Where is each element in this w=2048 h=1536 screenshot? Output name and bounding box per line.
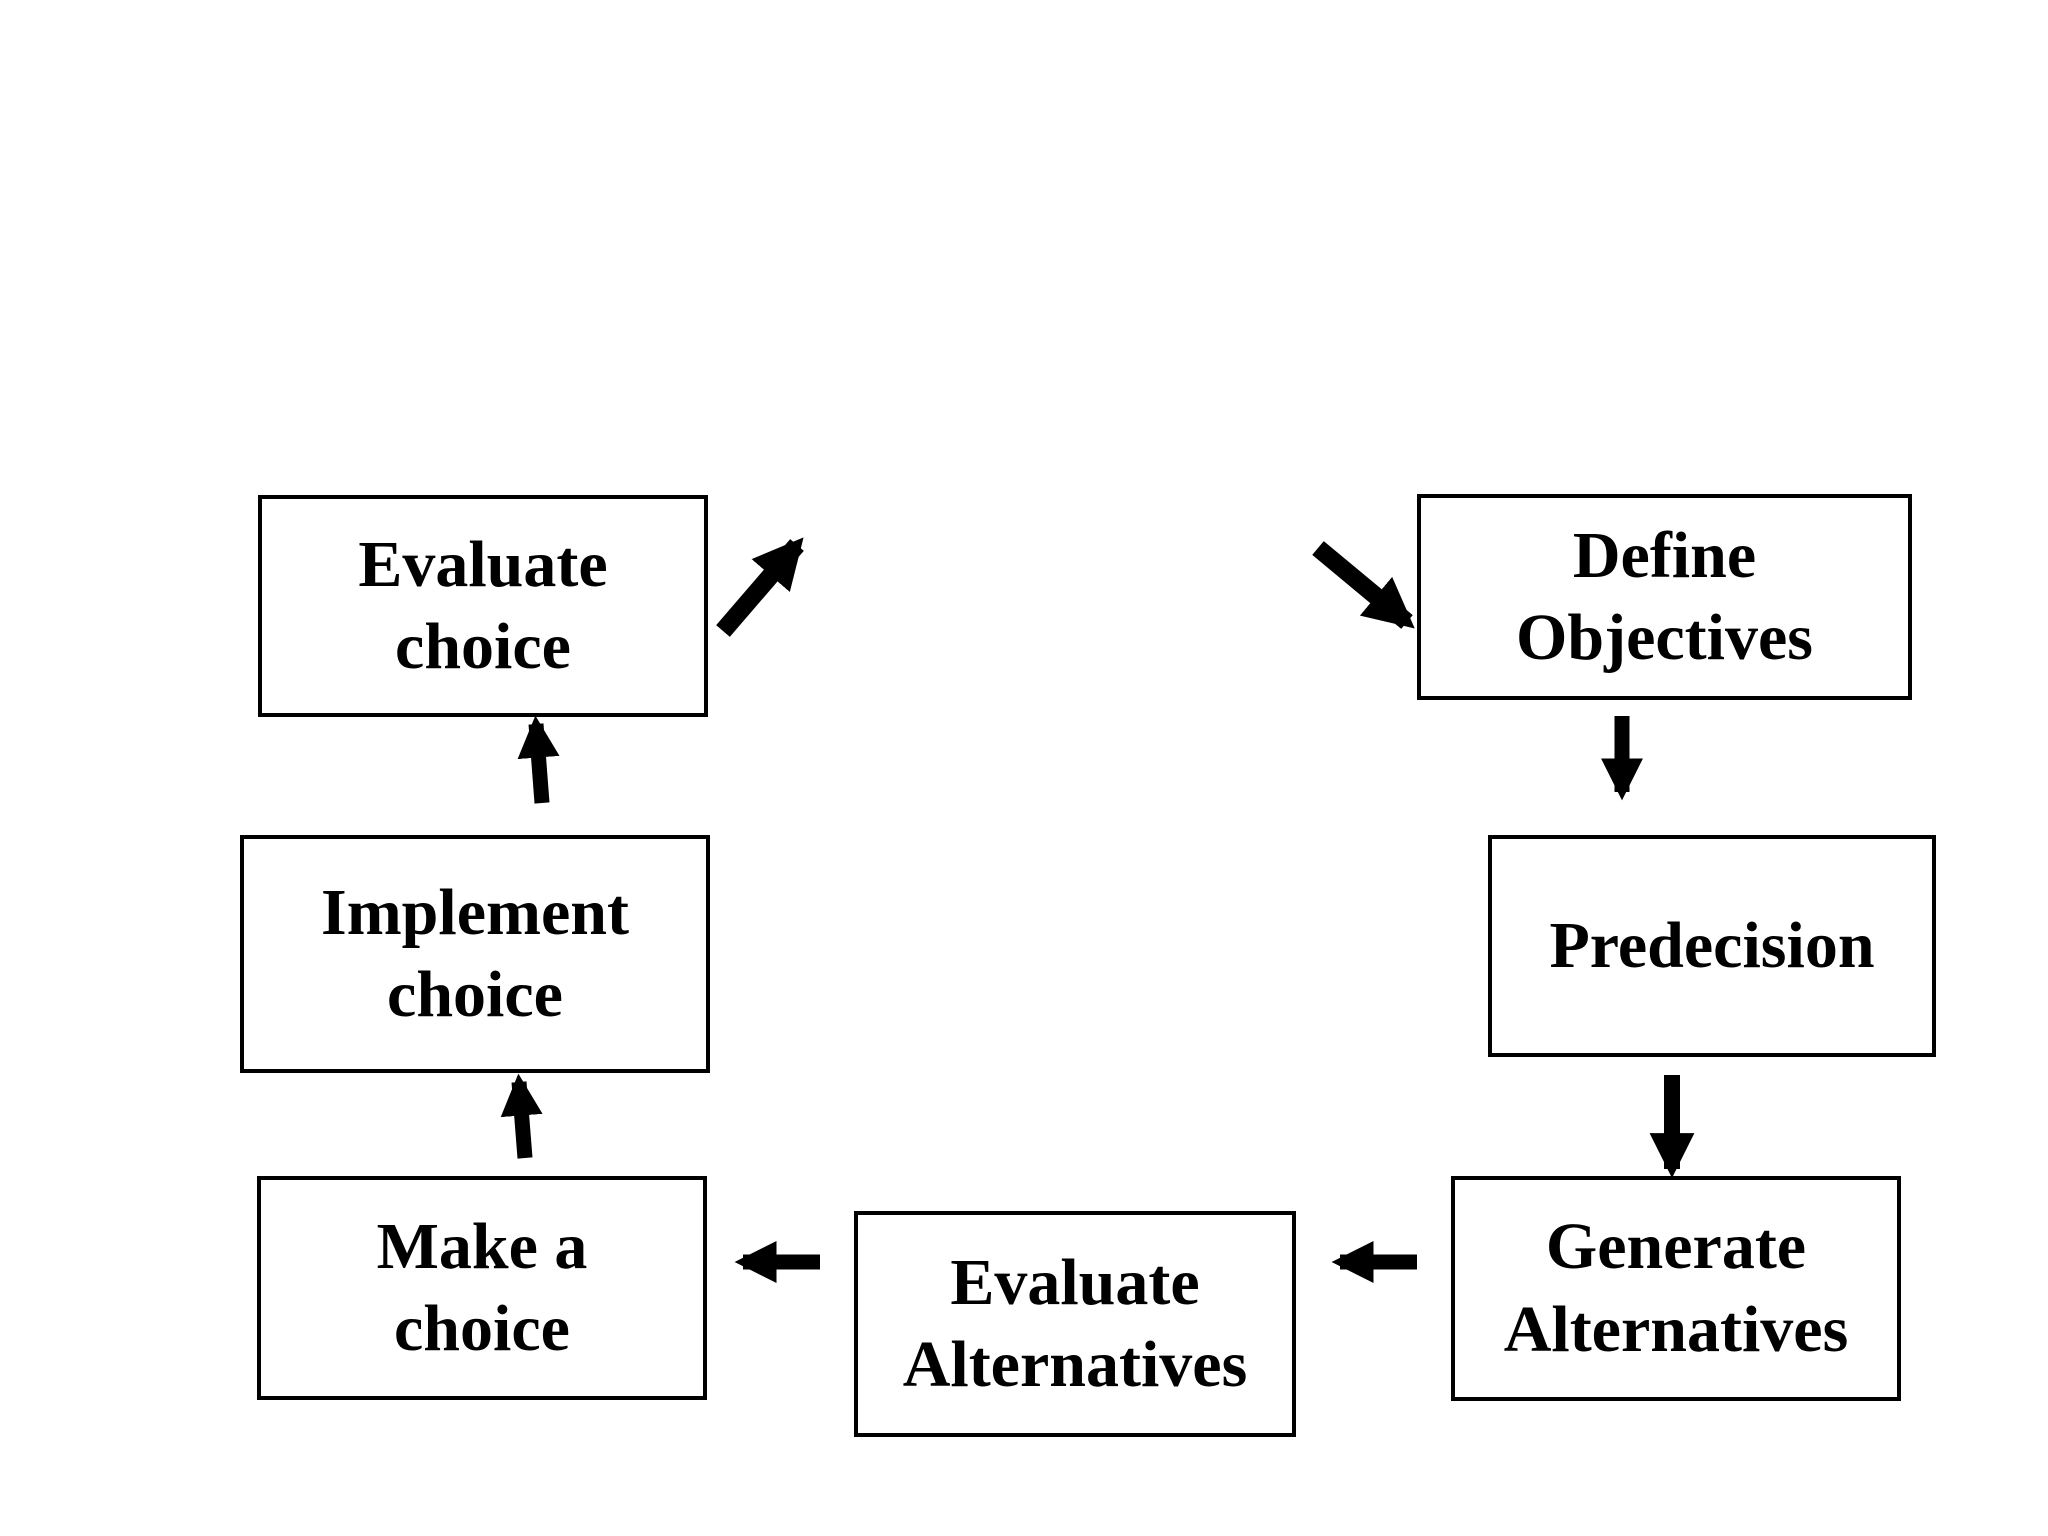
arrow-implement-to-evaluate-choice-icon xyxy=(517,715,560,804)
node-evaluate-choice: Evaluate choice xyxy=(258,495,708,717)
node-predecision: Predecision xyxy=(1488,835,1936,1057)
arrow-make-a-choice-to-implement-icon xyxy=(500,1073,543,1159)
node-define-objectives: Define Objectives xyxy=(1417,494,1912,700)
node-make-a-choice: Make a choice xyxy=(257,1176,707,1400)
arrow-into-define-objectives-icon xyxy=(1312,541,1415,629)
arrow-out-of-evaluate-choice-icon xyxy=(716,537,804,637)
node-generate-alternatives: Generate Alternatives xyxy=(1451,1176,1901,1401)
node-evaluate-alternatives: Evaluate Alternatives xyxy=(854,1211,1296,1437)
node-implement-choice: Implement choice xyxy=(240,835,710,1073)
